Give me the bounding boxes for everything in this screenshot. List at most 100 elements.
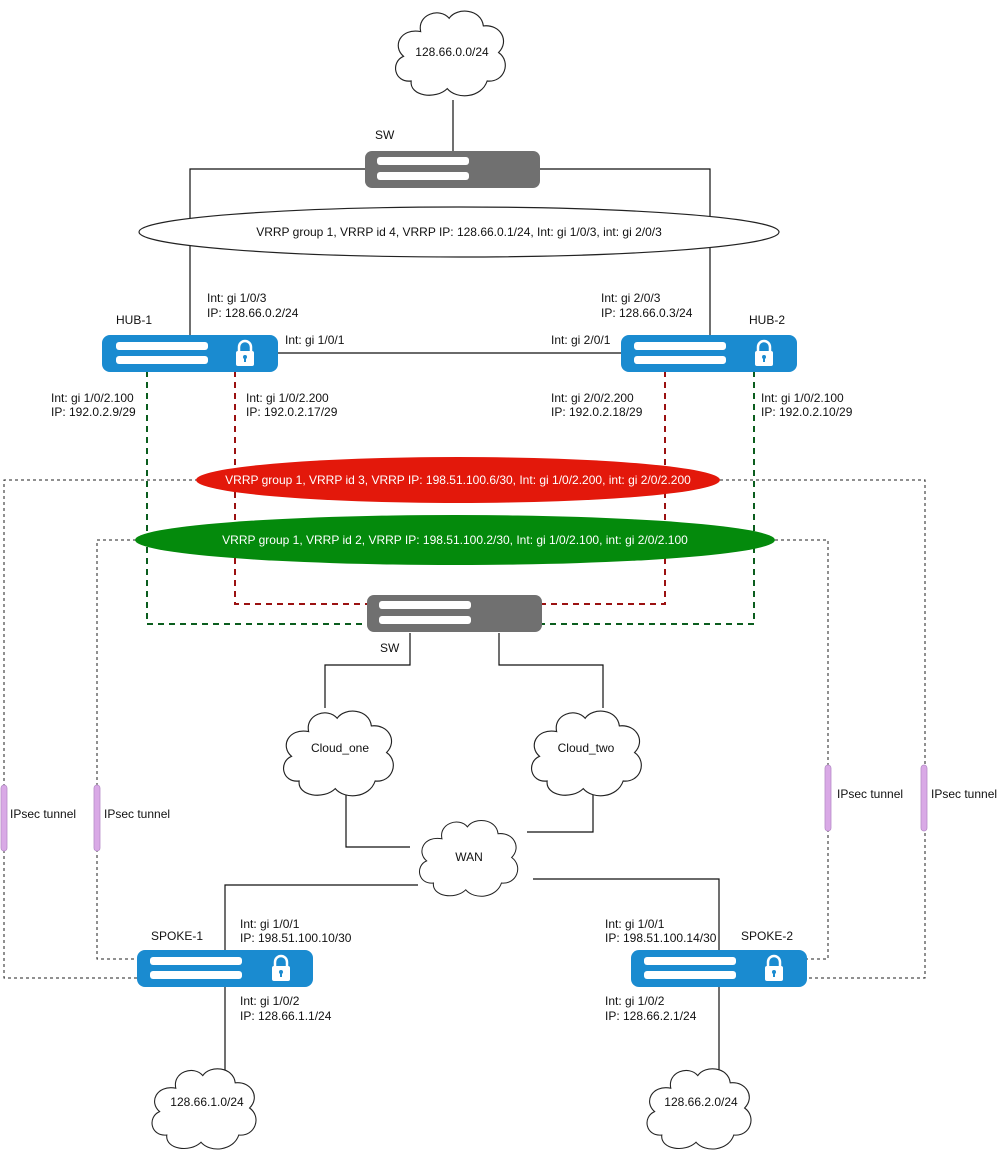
link-sw-hub1 bbox=[189, 168, 365, 337]
vrrp-green: VRRP group 1, VRRP id 2, VRRP IP: 198.51… bbox=[135, 515, 775, 565]
cloud-top-lan: 128.66.0.0/24 bbox=[394, 10, 506, 97]
switch-top[interactable]: SW bbox=[365, 128, 540, 188]
spoke1-wan-int: Int: gi 1/0/1 bbox=[240, 917, 300, 931]
link-cloudtwo-wan bbox=[527, 795, 594, 833]
router-spoke-1[interactable]: SPOKE-1 bbox=[137, 929, 313, 987]
spoke1-name: SPOKE-1 bbox=[151, 929, 203, 943]
tunnel-pipe-icon bbox=[824, 764, 832, 832]
tunnel-label: IPsec tunnel bbox=[104, 807, 170, 821]
hub1-sub100-ip: IP: 192.0.2.9/29 bbox=[51, 405, 136, 419]
vlan100-path-hub2 bbox=[541, 371, 755, 625]
hub1-up-ip: IP: 128.66.0.2/24 bbox=[207, 306, 299, 320]
tunnel-pipe-icon bbox=[0, 784, 8, 852]
hub2-sub200-int: Int: gi 2/0/2.200 bbox=[551, 391, 634, 405]
port-bar bbox=[150, 957, 242, 965]
vrrp-top: VRRP group 1, VRRP id 4, VRRP IP: 128.66… bbox=[138, 206, 780, 258]
spoke1-wan-ip: IP: 198.51.100.10/30 bbox=[240, 931, 352, 945]
lock-icon bbox=[272, 954, 290, 981]
cloud-two: Cloud_two bbox=[530, 710, 642, 797]
router-hub-1[interactable]: HUB-1 bbox=[102, 313, 278, 372]
link-sw-hub2 bbox=[539, 168, 711, 337]
switch-top-label: SW bbox=[375, 128, 395, 142]
cloud-spoke1-label: 128.66.1.0/24 bbox=[170, 1095, 244, 1109]
hub1-sub200-int: Int: gi 1/0/2.200 bbox=[246, 391, 329, 405]
spoke2-lan-ip: IP: 128.66.2.1/24 bbox=[605, 1009, 697, 1023]
spoke2-name: SPOKE-2 bbox=[741, 929, 793, 943]
tunnel-path-inner-left bbox=[96, 539, 138, 960]
link-sw-cloudtwo bbox=[498, 633, 604, 708]
cloud-spoke2-label: 128.66.2.0/24 bbox=[664, 1095, 738, 1109]
tunnel-path-outer-right bbox=[720, 479, 926, 979]
port-bar bbox=[644, 957, 736, 965]
tunnel-label: IPsec tunnel bbox=[931, 787, 997, 801]
lock-icon bbox=[765, 954, 783, 981]
link-cloudone-wan bbox=[345, 795, 410, 848]
vlan-paths bbox=[146, 371, 755, 625]
cloud-spoke1-lan: 128.66.1.0/24 bbox=[151, 1068, 257, 1150]
hub1-link-int: Int: gi 1/0/1 bbox=[285, 333, 345, 347]
spoke2-wan-int: Int: gi 1/0/1 bbox=[605, 917, 665, 931]
cloud-one-label: Cloud_one bbox=[311, 741, 369, 755]
spoke1-lan-ip: IP: 128.66.1.1/24 bbox=[240, 1009, 332, 1023]
spoke2-lan-int: Int: gi 1/0/2 bbox=[605, 994, 665, 1008]
spoke2-wan-ip: IP: 198.51.100.14/30 bbox=[605, 931, 717, 945]
port-bar bbox=[377, 157, 469, 165]
port-bar bbox=[644, 971, 736, 979]
cloud-wan: WAN bbox=[418, 819, 519, 897]
port-bar bbox=[116, 342, 208, 350]
switch-bottom[interactable]: SW bbox=[367, 595, 542, 655]
port-bar bbox=[150, 971, 242, 979]
vrrp-top-label: VRRP group 1, VRRP id 4, VRRP IP: 128.66… bbox=[256, 225, 662, 239]
vrrp-red: VRRP group 1, VRRP id 3, VRRP IP: 198.51… bbox=[196, 457, 720, 503]
hub1-sub100-int: Int: gi 1/0/2.100 bbox=[51, 391, 134, 405]
tunnel-path-outer-left bbox=[3, 479, 198, 979]
switch-body bbox=[365, 151, 540, 188]
hub2-up-ip: IP: 128.66.0.3/24 bbox=[601, 306, 693, 320]
ipsec-tunnel-1: IPsec tunnel bbox=[0, 784, 76, 852]
router-hub-2[interactable]: HUB-2 bbox=[621, 313, 797, 372]
ipsec-tunnel-4: IPsec tunnel bbox=[920, 764, 997, 832]
tunnel-pipe-icon bbox=[920, 764, 928, 832]
router-spoke-2[interactable]: SPOKE-2 bbox=[631, 929, 807, 987]
ipsec-tunnel-paths bbox=[3, 479, 926, 979]
solid-links bbox=[189, 100, 720, 1070]
link-wan-spoke1 bbox=[224, 884, 418, 951]
vlan200-path-hub2 bbox=[541, 371, 666, 605]
port-bar bbox=[379, 601, 471, 609]
vrrp-red-ellipse bbox=[196, 457, 720, 503]
lock-icon bbox=[755, 339, 773, 366]
cloud-two-label: Cloud_two bbox=[558, 741, 615, 755]
link-wan-spoke2 bbox=[533, 878, 720, 951]
cloud-one: Cloud_one bbox=[282, 710, 394, 797]
vrrp-green-label: VRRP group 1, VRRP id 2, VRRP IP: 198.51… bbox=[222, 533, 688, 547]
switch-bottom-label: SW bbox=[380, 641, 400, 655]
vrrp-red-label: VRRP group 1, VRRP id 3, VRRP IP: 198.51… bbox=[225, 473, 691, 487]
hub2-sub100-ip: IP: 192.0.2.10/29 bbox=[761, 405, 853, 419]
port-bar bbox=[116, 356, 208, 364]
hub2-link-int: Int: gi 2/0/1 bbox=[551, 333, 611, 347]
vrrp-top-ellipse bbox=[138, 206, 780, 258]
hub2-sub100-int: Int: gi 1/0/2.100 bbox=[761, 391, 844, 405]
hub1-sub200-ip: IP: 192.0.2.17/29 bbox=[246, 405, 338, 419]
hub1-name: HUB-1 bbox=[116, 313, 152, 327]
switch-body bbox=[367, 595, 542, 632]
tunnel-label: IPsec tunnel bbox=[837, 787, 903, 801]
port-bar bbox=[377, 172, 469, 180]
cloud-wan-label: WAN bbox=[455, 850, 483, 864]
hub1-up-int: Int: gi 1/0/3 bbox=[207, 291, 267, 305]
tunnel-path-inner-right bbox=[775, 539, 829, 960]
hub2-up-int: Int: gi 2/0/3 bbox=[601, 291, 661, 305]
vrrp-green-ellipse bbox=[135, 515, 775, 565]
tunnel-pipe-icon bbox=[93, 784, 101, 852]
lock-icon bbox=[236, 339, 254, 366]
port-bar bbox=[379, 616, 471, 624]
cloud-spoke2-lan: 128.66.2.0/24 bbox=[646, 1068, 752, 1150]
hub2-sub200-ip: IP: 192.0.2.18/29 bbox=[551, 405, 643, 419]
ipsec-tunnel-3: IPsec tunnel bbox=[824, 764, 903, 832]
hub2-name: HUB-2 bbox=[749, 313, 785, 327]
link-sw-cloudone bbox=[324, 633, 411, 708]
port-bar bbox=[634, 342, 726, 350]
tunnel-label: IPsec tunnel bbox=[10, 807, 76, 821]
vlan100-path-hub1 bbox=[146, 371, 368, 625]
